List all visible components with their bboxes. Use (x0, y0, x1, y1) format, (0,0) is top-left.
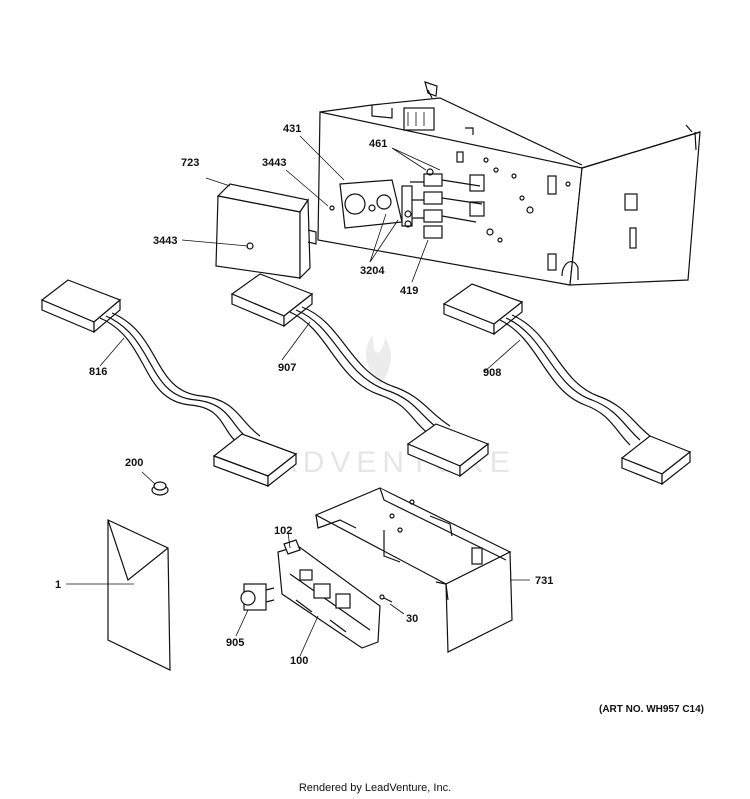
harness-907 (230, 273, 490, 478)
callout-30: 30 (406, 613, 418, 625)
callout-907: 907 (278, 362, 296, 374)
control-board-100 (277, 539, 381, 649)
mounting-plate-431 (329, 179, 403, 229)
callout-905: 905 (226, 637, 244, 649)
callout-3443-left: 3443 (153, 235, 177, 247)
callout-3204: 3204 (360, 265, 385, 277)
callout-100: 100 (290, 655, 308, 667)
switch-905 (240, 583, 275, 611)
callout-731: 731 (535, 575, 553, 587)
art-number: (ART NO. WH957 C14) (598, 704, 704, 715)
rendered-by-footer: Rendered by LeadVenture, Inc. (298, 782, 452, 794)
callout-labels: 431 461 723 3443 3443 3204 419 816 907 9… (55, 123, 553, 667)
grommet-200 (151, 481, 169, 496)
callout-419: 419 (400, 285, 418, 297)
callout-908: 908 (483, 367, 501, 379)
callout-3443-top: 3443 (262, 157, 286, 169)
control-panel-bracket (317, 81, 701, 286)
callout-200: 200 (125, 457, 143, 469)
screw-30 (379, 594, 393, 603)
control-box-731 (314, 487, 513, 653)
harness-908 (442, 283, 692, 486)
leader-lines (66, 135, 530, 657)
terminal-blocks (401, 168, 483, 239)
callout-1: 1 (55, 579, 61, 591)
callout-431: 431 (283, 123, 301, 135)
manual-envelope-1 (107, 519, 171, 671)
callout-461: 461 (369, 138, 387, 150)
harness-816 (40, 279, 298, 488)
callout-102: 102 (274, 525, 292, 537)
callout-723: 723 (181, 157, 199, 169)
relay-box-723 (215, 183, 317, 280)
callout-816: 816 (89, 366, 107, 378)
